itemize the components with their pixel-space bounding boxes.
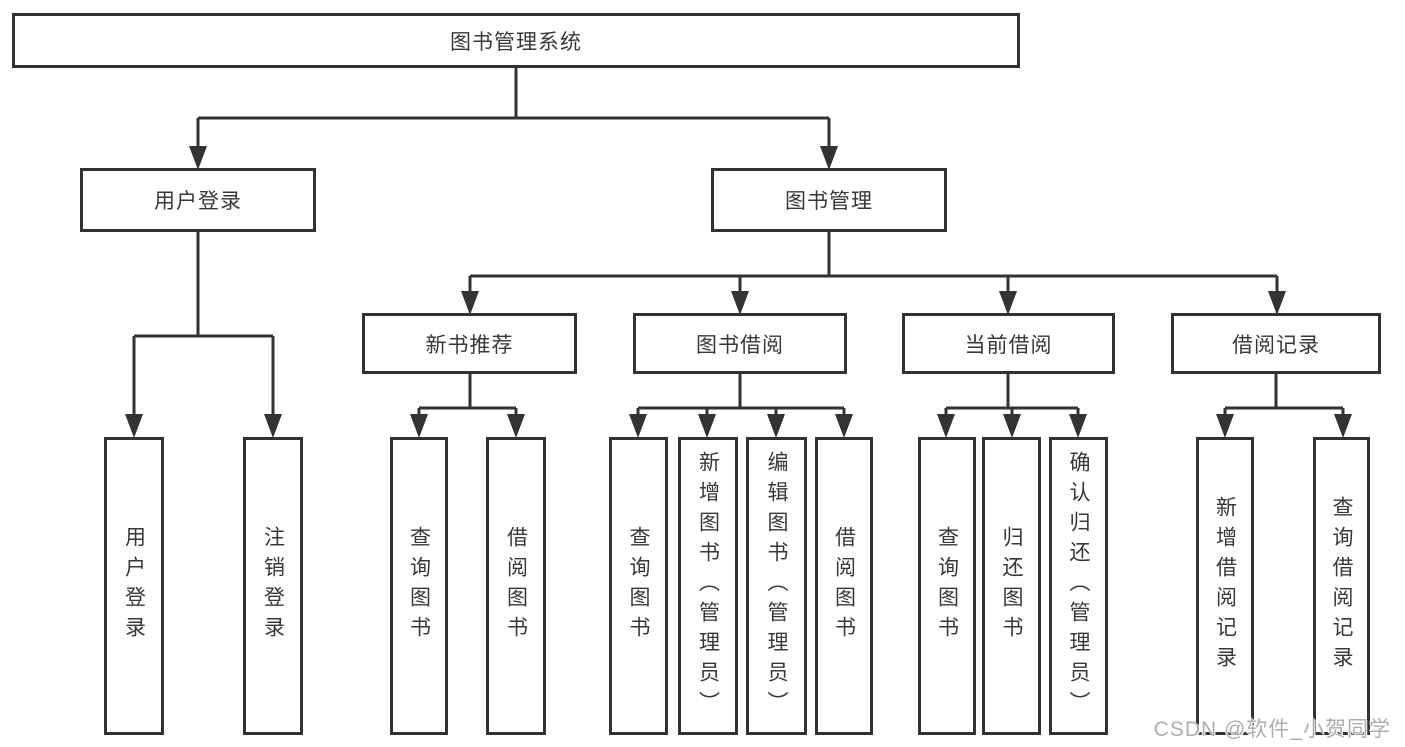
leaf-borrow-borrow-book: 借阅图书 (815, 437, 873, 735)
leaf-user-login: 用户登录 (104, 437, 164, 735)
leaf-current-return-book: 归还图书 (982, 437, 1041, 735)
leaf-current-query-book: 查询图书 (918, 437, 976, 735)
leaf-borrow-edit-book-admin: 编辑图书（管理员） (746, 437, 807, 735)
connector-current-borrow-children (937, 374, 1087, 438)
leaf-logout-login: 注销登录 (243, 437, 303, 735)
csdn-watermark: CSDN @软件_小贺同学 (1153, 718, 1391, 741)
leaf-recommend-borrow-book: 借阅图书 (486, 437, 546, 735)
connector-book-management-children (461, 232, 1286, 315)
node-root-system: 图书管理系统 (12, 13, 1020, 68)
connector-user-login-children (125, 232, 282, 438)
node-current-borrow: 当前借阅 (902, 313, 1115, 374)
node-book-management: 图书管理 (711, 168, 947, 232)
node-new-book-recommend: 新书推荐 (362, 313, 577, 374)
leaf-borrow-add-book-admin: 新增图书（管理员） (678, 437, 738, 735)
leaf-recommend-query-book: 查询图书 (390, 437, 448, 735)
connector-new-book-children (410, 374, 525, 438)
node-book-borrow: 图书借阅 (633, 313, 847, 374)
leaf-current-confirm-return-admin: 确认归还（管理员） (1049, 437, 1108, 735)
leaf-record-query-borrow-record: 查询借阅记录 (1313, 437, 1370, 735)
leaf-record-add-borrow-record: 新增借阅记录 (1196, 437, 1254, 735)
connector-book-borrow-children (629, 374, 853, 438)
node-user-login: 用户登录 (80, 168, 316, 232)
node-borrow-record: 借阅记录 (1171, 313, 1381, 374)
leaf-borrow-query-book: 查询图书 (609, 437, 668, 735)
connector-root-to-level2 (189, 68, 838, 170)
connector-borrow-record-children (1216, 374, 1352, 438)
